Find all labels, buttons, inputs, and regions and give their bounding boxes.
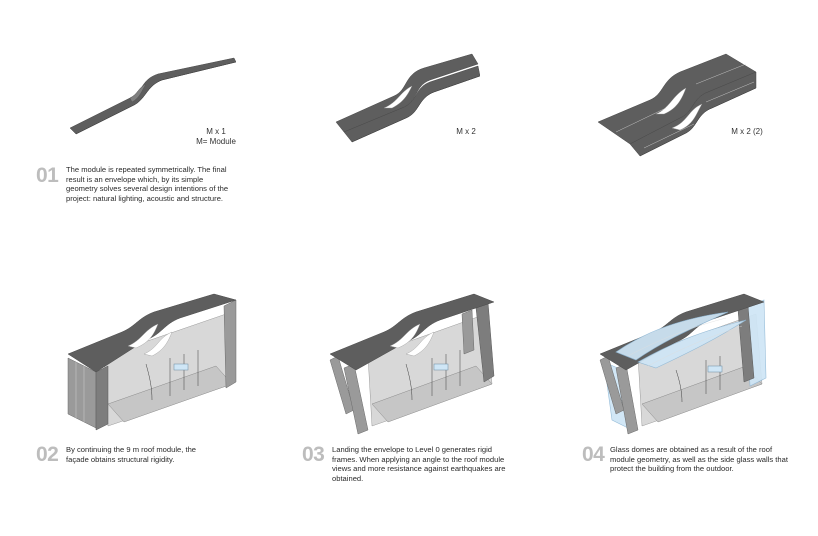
- module-x1-label: M x 1 M= Module: [186, 127, 246, 147]
- module-definition: M= Module: [196, 137, 236, 146]
- step-03-description: Landing the envelope to Level 0 generate…: [332, 445, 506, 483]
- step-03-number: 03: [302, 443, 325, 466]
- module-x1-drawing: [66, 52, 236, 136]
- step-04-description: Glass domes are obtained as a result of …: [610, 445, 788, 474]
- building-04-drawing: [598, 290, 768, 436]
- module-x1-count: M x 1: [206, 127, 226, 136]
- module-x2-drawing: [334, 52, 480, 144]
- step-02-number: 02: [36, 443, 59, 466]
- step-01-number: 01: [36, 164, 59, 187]
- step-02-description: By continuing the 9 m roof module, the f…: [66, 445, 197, 464]
- module-x2-2-label: M x 2 (2): [731, 127, 763, 136]
- module-x2-label: M x 2: [456, 127, 476, 136]
- step-01-description: The module is repeated symmetrically. Th…: [66, 165, 229, 203]
- building-03-drawing: [328, 290, 498, 436]
- building-02-drawing: [66, 292, 238, 432]
- step-04-number: 04: [582, 443, 605, 466]
- module-x2-2-drawing: [596, 52, 758, 158]
